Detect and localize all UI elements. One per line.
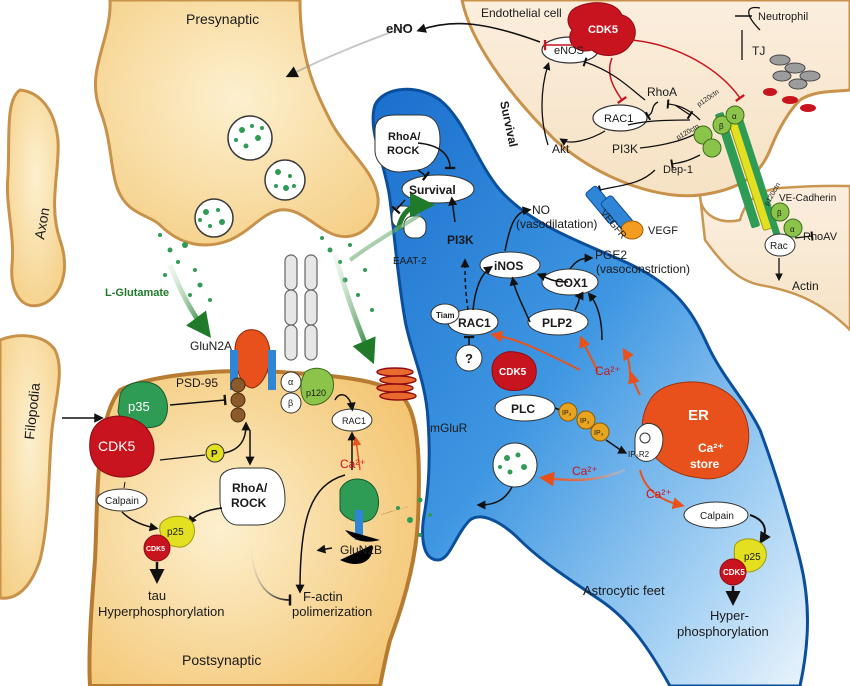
label-ca-astro-top: Ca²⁺	[595, 364, 621, 378]
synaptic-vesicles	[194, 115, 306, 238]
filopodia	[0, 334, 61, 600]
label-cdk5-post: CDK5	[98, 438, 136, 454]
label-cdk5-endo: CDK5	[588, 24, 618, 36]
label-hyper-1: Hyper-	[710, 608, 749, 623]
label-akt: Akt	[552, 142, 570, 156]
label-alpha-post: α	[288, 377, 293, 387]
label-calpain-astro: Calpain	[700, 511, 734, 522]
label-alpha-endo: α	[732, 112, 737, 121]
label-ip3r2: IP₃R2	[628, 450, 650, 459]
label-psd95: PSD-95	[176, 376, 218, 390]
label-beta-endo: β	[719, 122, 724, 131]
label-tj: TJ	[752, 44, 765, 58]
label-neutrophil: Neutrophil	[758, 11, 808, 23]
label-rac1-post: RAC1	[342, 416, 366, 426]
label-p25-post: p25	[167, 527, 184, 538]
label-plp2: PLP2	[542, 316, 572, 330]
label-p-badge: P	[211, 449, 218, 460]
label-endothelial-cell: Endothelial cell	[481, 6, 562, 20]
label-tau: tau	[148, 588, 166, 603]
label-cdk5-post-low: CDK5	[146, 546, 165, 553]
label-factin: F-actin	[303, 589, 343, 604]
astrocyte-pathway	[374, 114, 771, 606]
label-rhoa-rock-post-2: ROCK	[231, 496, 267, 510]
flow-arrows	[62, 24, 691, 423]
label-ip3-a: IP₃	[562, 410, 572, 417]
label-glun2b: GluN2B	[340, 543, 382, 557]
label-vegf: VEGF	[648, 225, 678, 237]
postsynaptic-terminal	[87, 368, 421, 686]
label-mglur: mGluR	[430, 421, 468, 435]
axon	[5, 88, 66, 308]
label-ca-astro-low: Ca²⁺	[646, 487, 672, 501]
label-tiam: Tiam	[436, 311, 455, 320]
label-pge2: PGE2	[595, 248, 627, 262]
label-ca-store-2: store	[690, 457, 720, 471]
label-presynaptic: Presynaptic	[186, 11, 259, 27]
label-cdk5-astro: CDK5	[499, 367, 527, 378]
label-survival-side: Survival	[497, 100, 520, 149]
label-rhoa-rock-astro-2: ROCK	[387, 145, 419, 157]
label-er: ER	[688, 407, 709, 424]
postsynaptic-pathway	[89, 254, 410, 606]
label-hyper-2: phosphorylation	[677, 624, 769, 639]
label-plc: PLC	[511, 402, 535, 416]
label-ve-cadherin: VE-Cadherin	[779, 193, 836, 204]
label-astrocytic-feet: Astrocytic feet	[583, 583, 665, 598]
label-rhoa: RhoA	[647, 85, 677, 99]
label-no: NO	[532, 203, 550, 217]
label-eaat2: EAAT-2	[393, 256, 427, 267]
label-cdk5-astro-low: CDK5	[723, 568, 745, 577]
label-cox1: COX1	[555, 276, 588, 290]
label-rac1-endo: RAC1	[604, 113, 633, 125]
label-calpain-post: Calpain	[105, 496, 139, 507]
label-glun2a: GluN2A	[190, 339, 232, 353]
label-pi3k-endo: PI3K	[612, 142, 638, 156]
label-filopodia: Filopodia	[21, 382, 43, 440]
label-rhoav: RhoAV	[803, 231, 838, 243]
vegfr-receptor	[585, 185, 644, 240]
label-inos: iNOS	[494, 259, 523, 273]
label-polimerization: polimerization	[292, 604, 372, 619]
label-postsynaptic: Postsynaptic	[182, 652, 261, 668]
label-axon: Axon	[31, 206, 52, 240]
label-ip3-b: IP₃	[580, 418, 590, 425]
label-rac-endo: Rac	[770, 241, 788, 252]
tight-junction-complex	[693, 6, 821, 282]
label-beta-endo-low: β	[777, 209, 782, 218]
label-pi3k-astro: PI3K	[447, 233, 474, 247]
label-vasoconstriction: (vasoconstriction)	[596, 262, 690, 276]
label-p25-astro: p25	[744, 552, 761, 563]
label-ca-astro-mid: Ca²⁺	[572, 464, 598, 478]
label-enos: eNOS	[554, 45, 584, 57]
label-ip3-c: IP₃	[594, 430, 604, 437]
astrocytic-foot	[371, 87, 809, 686]
label-rhoa-rock-post-1: RhoA/	[232, 481, 268, 495]
label-rhoa-rock-astro-1: RhoA/	[388, 131, 420, 143]
label-l-glutamate: L-Glutamate	[105, 287, 169, 299]
label-p35: p35	[128, 399, 150, 414]
label-dep1: Dep-1	[663, 164, 693, 176]
label-vasodilatation: (vasodilatation)	[516, 217, 597, 231]
label-rac1-astro: RAC1	[458, 316, 491, 330]
label-tau-hyper: Hyperphosphorylation	[98, 604, 224, 619]
label-p120: p120	[306, 388, 326, 398]
label-beta-post: β	[288, 398, 293, 408]
label-alpha-endo-low: α	[790, 225, 795, 234]
label-eno: eNO	[386, 21, 413, 36]
label-survival: Survival	[409, 183, 456, 197]
mglur-receptor	[376, 367, 417, 401]
label-ca-post: Ca²⁺	[340, 457, 366, 471]
label-ca-store-1: Ca²⁺	[698, 441, 724, 455]
label-question: ?	[465, 351, 473, 366]
endothelial-pathway	[416, 2, 760, 195]
label-actin: Actin	[792, 279, 819, 293]
